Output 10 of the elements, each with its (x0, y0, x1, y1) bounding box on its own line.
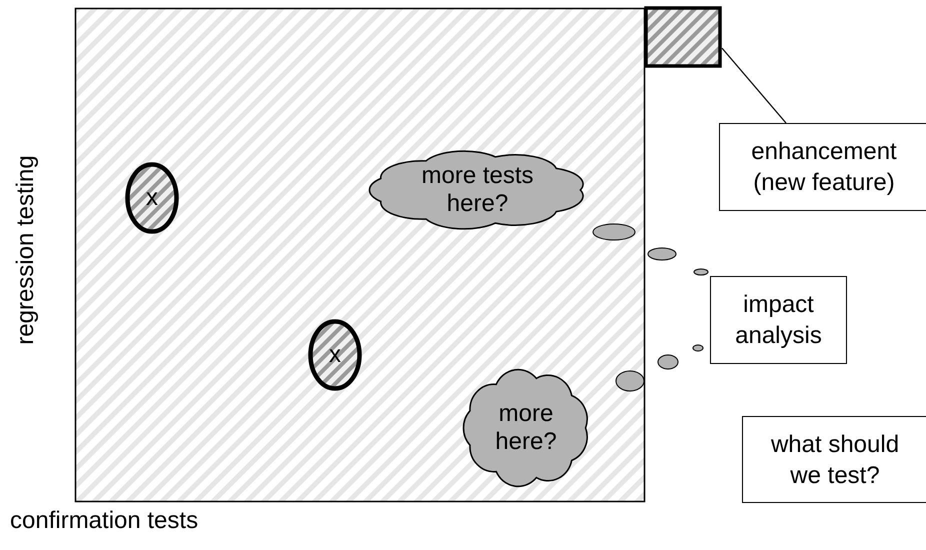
cloud-text: more here? (494, 400, 558, 456)
axis-label: confirmation tests (10, 507, 198, 535)
axis-label: regression testing (12, 155, 40, 345)
callout-box: enhancement (new feature) (719, 123, 926, 211)
leader-line (722, 48, 786, 124)
callout-box: impact analysis (710, 276, 847, 364)
callout-box: what should we test? (742, 416, 926, 503)
defect-mark: x (146, 184, 158, 212)
defect-mark: x (329, 341, 341, 369)
cloud-text: more tests here? (420, 162, 535, 218)
